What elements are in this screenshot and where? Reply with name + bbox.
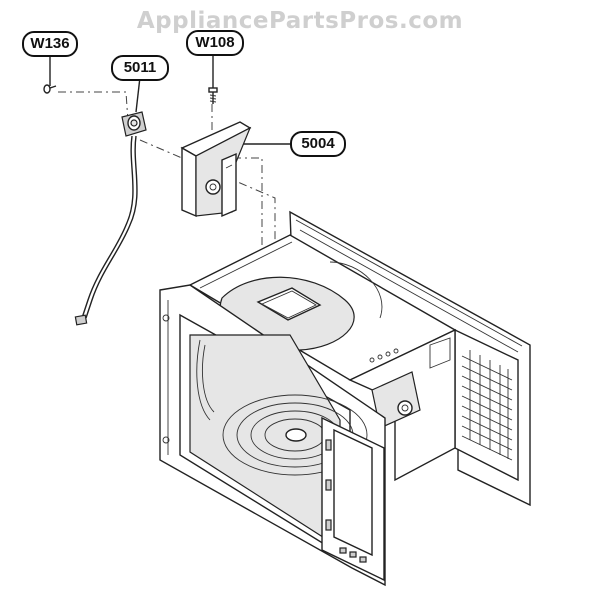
callout-w136: W136 (22, 31, 78, 57)
screw-w136 (43, 84, 57, 94)
bracket-5004 (180, 121, 252, 218)
screw-w108 (208, 87, 218, 104)
callout-5004: 5004 (290, 131, 346, 157)
microwave-chassis (159, 210, 531, 587)
watermark-text: AppliancePartsPros.com (136, 8, 464, 34)
leader-lines (49, 54, 290, 145)
callout-5011: 5011 (111, 55, 169, 81)
assembly-guide-lines (58, 91, 276, 252)
sensor-5011 (74, 111, 147, 326)
vent-grill (461, 350, 513, 461)
callout-w108: W108 (186, 30, 244, 56)
